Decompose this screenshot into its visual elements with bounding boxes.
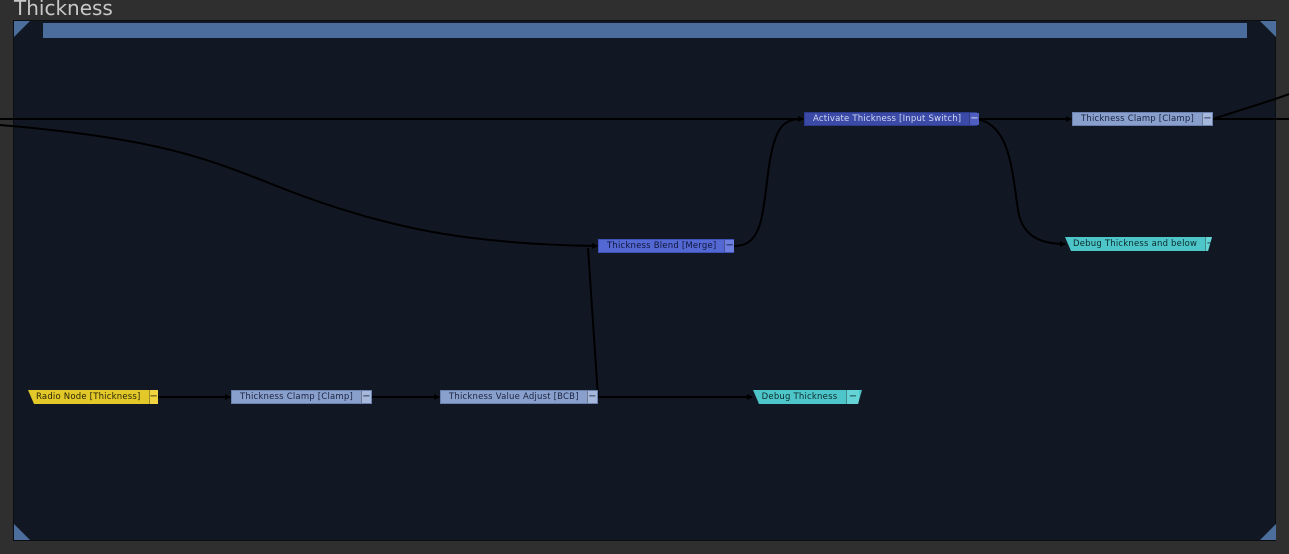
node-group-header-bar[interactable] xyxy=(43,23,1247,38)
radio-node-thickness[interactable]: Radio Node [Thickness] − xyxy=(28,390,158,404)
group-resize-handle-bottom-left[interactable] xyxy=(14,524,30,540)
thickness-blend-node[interactable]: Thickness Blend [Merge] − xyxy=(598,239,734,253)
collapse-button[interactable]: − xyxy=(969,113,979,125)
collapse-button[interactable]: − xyxy=(1202,113,1212,125)
node-label: Debug Thickness and below xyxy=(1073,239,1198,249)
wire-clamp-to-output-upper xyxy=(1212,93,1289,120)
wire-adjust-to-blend xyxy=(587,247,599,398)
debug-thickness-node[interactable]: Debug Thickness − xyxy=(753,390,862,404)
node-label: Thickness Clamp [Clamp] xyxy=(1081,114,1195,124)
collapse-button[interactable]: − xyxy=(586,391,597,403)
collapse-button[interactable]: − xyxy=(148,390,159,404)
activate-thickness-node[interactable]: Activate Thickness [Input Switch] − xyxy=(804,112,979,126)
thickness-clamp-node-left[interactable]: Thickness Clamp [Clamp] − xyxy=(231,390,372,404)
wire-activate-to-debug xyxy=(976,118,1066,247)
group-resize-handle-top-right[interactable] xyxy=(1260,21,1276,37)
node-label: Thickness Value Adjust [BCB] xyxy=(449,392,579,402)
node-label: Radio Node [Thickness] xyxy=(36,392,141,402)
thickness-value-adjust-node[interactable]: Thickness Value Adjust [BCB] − xyxy=(440,390,598,404)
group-resize-handle-bottom-right[interactable] xyxy=(1260,524,1276,540)
node-label: Debug Thickness xyxy=(761,392,838,402)
group-resize-handle-top-left[interactable] xyxy=(14,21,30,37)
node-group-frame[interactable] xyxy=(13,20,1276,541)
node-label: Thickness Clamp [Clamp] xyxy=(240,392,354,402)
debug-thickness-and-below-node[interactable]: Debug Thickness and below − xyxy=(1065,237,1212,251)
node-label: Thickness Blend [Merge] xyxy=(607,241,717,251)
collapse-button[interactable]: − xyxy=(846,390,859,404)
thickness-clamp-node-right[interactable]: Thickness Clamp [Clamp] − xyxy=(1072,112,1213,126)
wire-blend-to-activate xyxy=(733,116,804,247)
group-title: Thickness xyxy=(14,0,113,20)
collapse-button[interactable]: − xyxy=(724,240,734,252)
collapse-button[interactable]: − xyxy=(361,391,371,403)
wire-input-to-blend xyxy=(0,124,598,249)
node-label: Activate Thickness [Input Switch] xyxy=(813,114,962,124)
